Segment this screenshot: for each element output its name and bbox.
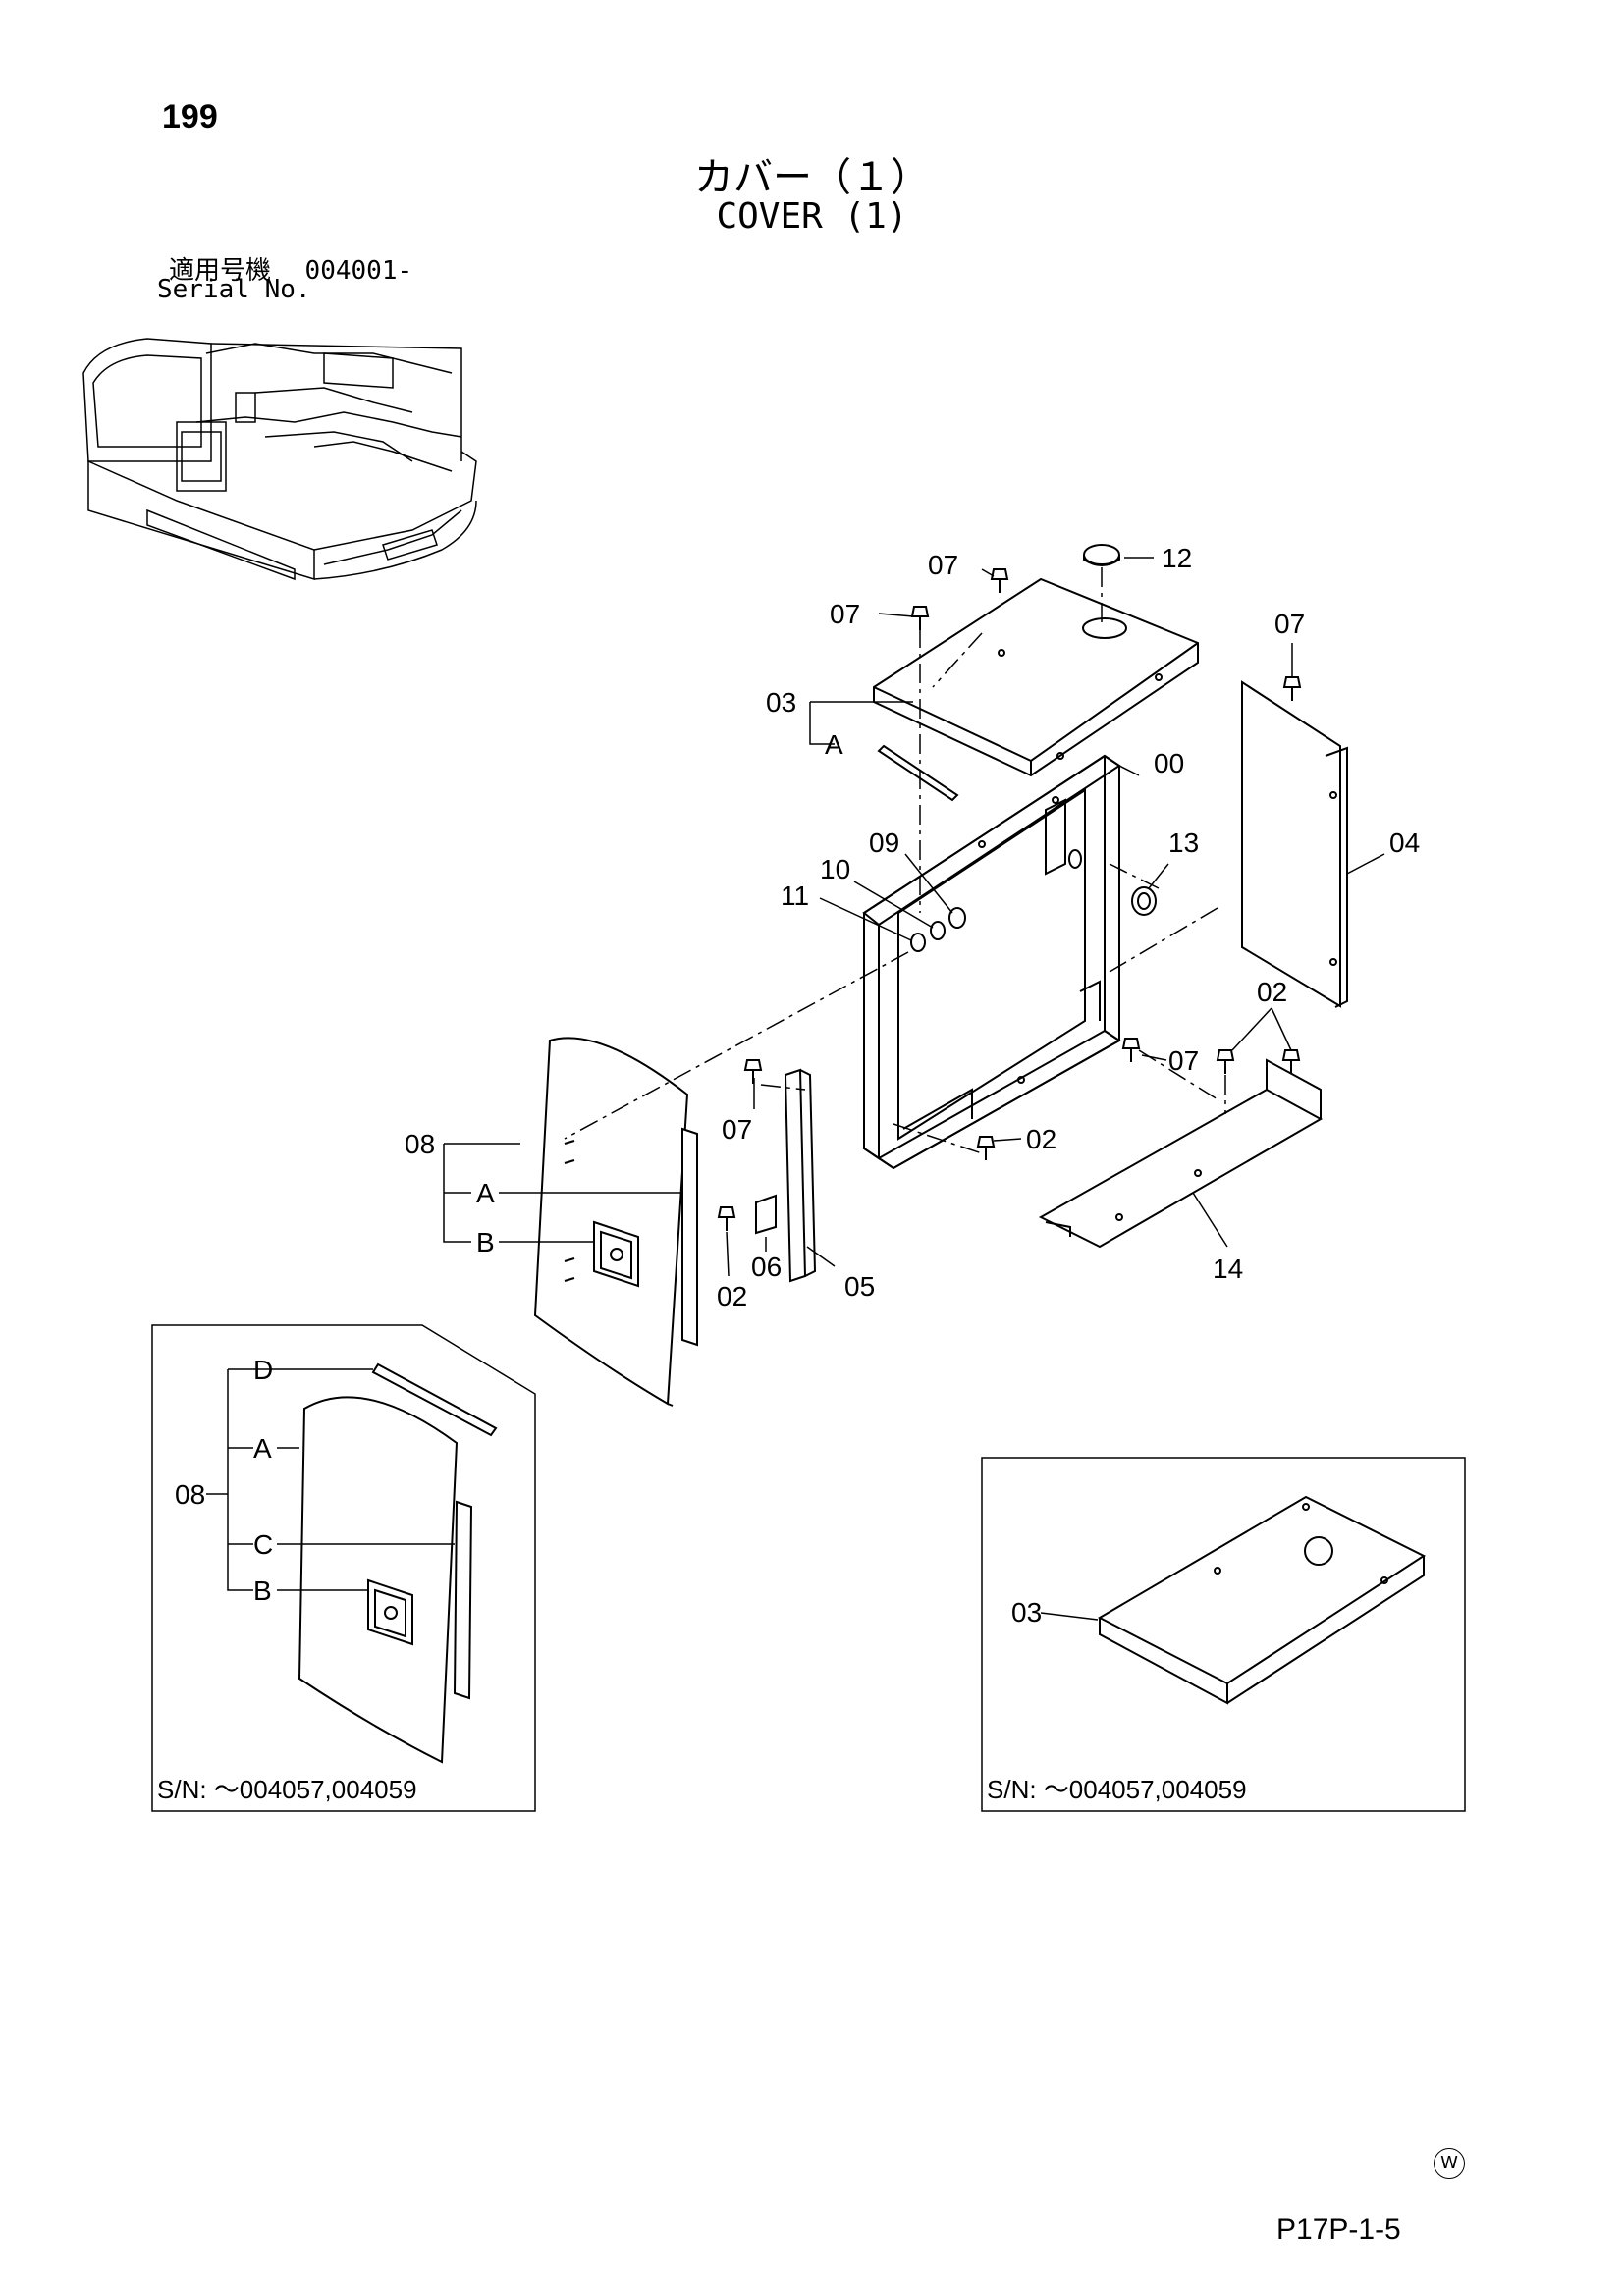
title-english: COVER (1) [716,196,908,237]
side-cover-plate [1241,680,1348,1008]
callout-06: 06 [751,1252,782,1282]
callout-08-a: A [476,1178,495,1208]
seal-strip [681,1127,698,1347]
page-code: P17P-1-5 [1276,2214,1401,2246]
inset-left-box: 08 D A C B S/N: ～004057,004059 [151,1324,536,1812]
side-door-panel [533,1037,698,1407]
nut-part [948,907,966,929]
inset-callout-c: C [253,1529,273,1560]
callout-05: 05 [844,1271,875,1302]
callout-08: 08 [405,1129,435,1159]
inset-callout-b: B [253,1575,272,1606]
callout-02: 02 [1026,1124,1056,1154]
callout-09: 09 [869,828,899,858]
inset-callout-a: A [253,1433,272,1464]
seal-strip-a [877,744,959,802]
callout-02: 02 [717,1281,747,1311]
callout-03-a: A [825,729,843,760]
callout-leaders [443,557,1385,1277]
cap-part [1083,544,1120,566]
callout-02: 02 [1257,977,1287,1007]
callout-12: 12 [1162,543,1192,573]
serial-range: 004001- [304,256,413,286]
callout-07: 07 [722,1114,752,1145]
callout-14: 14 [1213,1254,1243,1284]
inset-callout-d: D [253,1355,273,1385]
inset-right-box: 03 S/N: ～004057,004059 [981,1457,1466,1812]
bracket-parts [755,1068,817,1283]
inset-left-serial-note: S/N: ～004057,004059 [157,1775,417,1804]
page-number: 199 [162,98,218,135]
grommet-part [1131,886,1157,916]
callout-04: 04 [1389,828,1420,858]
callout-11: 11 [781,881,809,911]
bottom-cover-plate [1038,1058,1324,1249]
machine-overview-illustration [82,338,477,581]
bolt-parts [717,568,1302,1231]
callout-00: 00 [1154,748,1184,778]
washer-part [930,921,946,940]
callout-07: 07 [1274,609,1305,639]
serial-label-japanese: 適用号機 [169,256,272,286]
callout-13: 13 [1168,828,1199,858]
callout-08-b: B [476,1227,495,1257]
circled-w-mark: W [1434,2148,1465,2179]
serial-label-english: Serial No. [157,275,311,304]
inset-callout-03: 03 [1011,1597,1042,1628]
assembly-guide-lines [564,567,1226,1154]
title-japanese: カバー（１） [694,155,930,200]
serial-applicability: 適用号機 004001- [169,250,412,287]
callout-labels: 12 07 07 07 03 A 00 09 10 11 13 04 02 07… [405,543,1420,1311]
inset-right-serial-note: S/N: ～004057,004059 [987,1775,1247,1804]
washer-part [910,933,926,952]
callout-03: 03 [766,687,796,718]
cover-frame [862,754,1121,1170]
callout-10: 10 [820,854,850,884]
inset-callout-08: 08 [175,1479,205,1510]
callout-07: 07 [1168,1045,1199,1076]
callout-07: 07 [928,550,958,580]
callout-07: 07 [830,599,860,629]
